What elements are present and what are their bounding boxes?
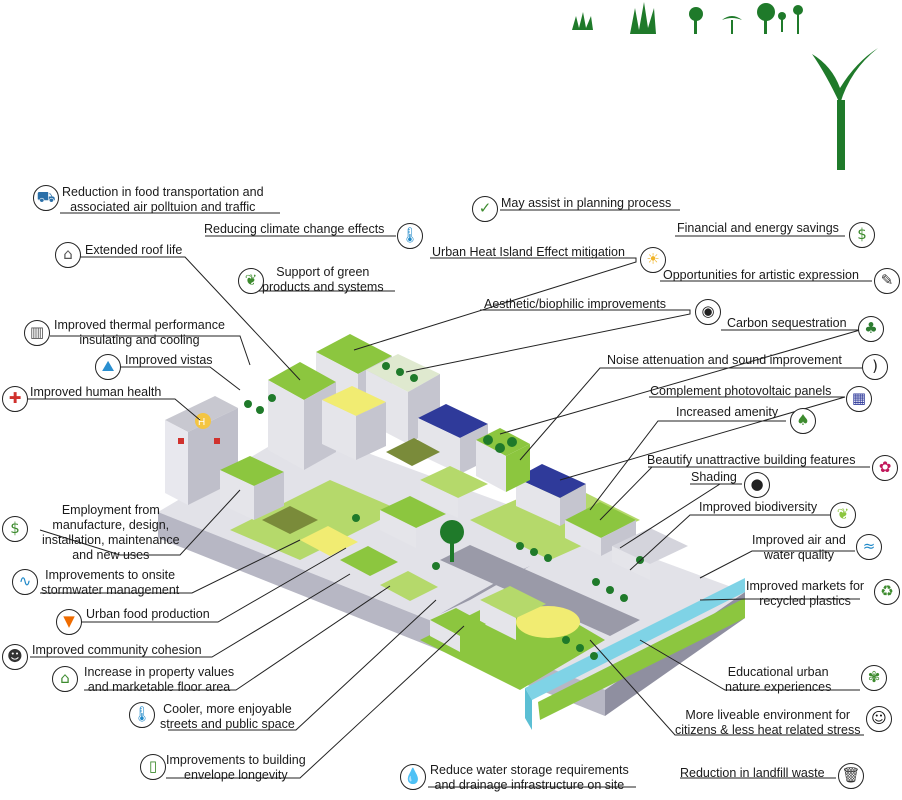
label-air-water-line-2: water quality bbox=[763, 548, 834, 562]
label-photovoltaic: Complement photovoltaic panels bbox=[650, 384, 832, 398]
label-liveable-line-2: citizens & less heat related stress bbox=[675, 723, 861, 737]
label-stormwater-line-1: Improvements to onsite bbox=[45, 568, 176, 582]
thermometer-icon: 🌡 bbox=[129, 702, 155, 728]
smiley-icon: ☺ bbox=[866, 706, 892, 732]
house-money-icon: ⌂ bbox=[52, 666, 78, 692]
label-food-transport-line-2: associated air polltuion and traffic bbox=[70, 200, 256, 214]
label-employment-line-3: installation, maintenance bbox=[42, 533, 180, 547]
label-water-storage-line-1: Reduce water storage requirements bbox=[430, 763, 629, 777]
plant-species-row bbox=[572, 2, 878, 170]
sound-waves-icon: ) bbox=[862, 354, 888, 380]
label-water-storage: Reduce water storage requirements and dr… bbox=[430, 763, 629, 793]
label-property-line-2: and marketable floor area bbox=[87, 680, 231, 694]
label-thermal: Improved thermal performance insulating … bbox=[54, 318, 225, 348]
label-employment-line-1: Employment from bbox=[61, 503, 160, 517]
label-energy-savings: Financial and energy savings bbox=[677, 221, 839, 235]
thermometer-earth-icon: 🌡 bbox=[397, 223, 423, 249]
buildings: H bbox=[165, 334, 688, 652]
label-food-transport-line-1: Reduction in food transportation and bbox=[62, 185, 264, 199]
insulation-icon: ▥ bbox=[24, 320, 50, 346]
wind-drop-icon: ≈ bbox=[856, 534, 882, 560]
label-cohesion: Improved community cohesion bbox=[32, 643, 202, 657]
label-stormwater-line-2: stormwater management bbox=[41, 583, 180, 597]
eye-icon: ◉ bbox=[695, 299, 721, 325]
label-markets-line-2: recycled plastics bbox=[759, 594, 851, 608]
label-envelope: Improvements to building envelope longev… bbox=[166, 753, 306, 783]
label-green-products-line-2: products and systems bbox=[262, 280, 384, 294]
label-water-storage-line-2: and drainage infrastructure on site bbox=[434, 778, 625, 792]
label-climate-change: Reducing climate change effects bbox=[204, 222, 385, 236]
solar-panel-icon: ▦ bbox=[846, 386, 872, 412]
trees bbox=[244, 362, 644, 660]
label-educational-line-1: Educational urban bbox=[727, 665, 829, 679]
label-green-products-line-1: Support of green bbox=[276, 265, 370, 279]
label-liveable-line-1: More liveable environment for bbox=[685, 708, 851, 722]
label-amenity: Increased amenity bbox=[676, 405, 779, 419]
label-green-products: Support of green products and systems bbox=[262, 265, 384, 295]
label-property-line-1: Increase in property values bbox=[84, 665, 235, 679]
label-educational: Educational urban nature experiences bbox=[725, 665, 831, 695]
label-thermal-line-1: Improved thermal performance bbox=[54, 318, 225, 332]
leaf-icon: ❦ bbox=[238, 268, 264, 294]
money-energy-icon: $ bbox=[849, 222, 875, 248]
label-employment: Employment from manufacture, design, ins… bbox=[42, 503, 180, 563]
label-stormwater: Improvements to onsite stormwater manage… bbox=[41, 568, 179, 598]
medical-cross-icon: ✚ bbox=[2, 386, 28, 412]
label-educational-line-2: nature experiences bbox=[725, 680, 832, 694]
label-beautify: Beautify unattractive building features bbox=[647, 453, 856, 467]
carrot-icon: ▼ bbox=[56, 609, 82, 635]
label-roof-life: Extended roof life bbox=[85, 243, 183, 257]
label-air-water-line-1: Improved air and bbox=[752, 533, 846, 547]
trash-can-icon: 🗑 bbox=[838, 763, 864, 789]
label-biodiversity: Improved biodiversity bbox=[699, 500, 818, 514]
money-hand-icon: $ bbox=[2, 516, 28, 542]
label-cooler-streets-line-1: Cooler, more enjoyable bbox=[163, 702, 292, 716]
label-employment-line-2: manufacture, design, bbox=[52, 518, 170, 532]
paintbrush-icon: ✎ bbox=[874, 268, 900, 294]
water-wave-icon: ∿ bbox=[12, 569, 38, 595]
people-icon: ☻ bbox=[2, 644, 28, 670]
label-landfill: Reduction in landfill waste bbox=[680, 766, 825, 780]
label-planning: May assist in planning process bbox=[501, 196, 672, 210]
label-markets-line-1: Improved markets for bbox=[746, 579, 865, 593]
truck-icon: ⛟ bbox=[33, 185, 59, 211]
label-noise: Noise attenuation and sound improvement bbox=[607, 353, 842, 367]
label-shading: Shading bbox=[691, 470, 737, 484]
svg-text:H: H bbox=[198, 417, 205, 428]
city-sun-icon: ☀ bbox=[640, 247, 666, 273]
label-heat-island: Urban Heat Island Effect mitigation bbox=[432, 245, 625, 259]
label-air-water: Improved air and water quality bbox=[752, 533, 846, 563]
label-cooler-streets-line-2: streets and public space bbox=[160, 717, 295, 731]
label-property: Increase in property values and marketab… bbox=[84, 665, 234, 695]
label-aesthetic: Aesthetic/biophilic improvements bbox=[484, 297, 667, 311]
label-food-production: Urban food production bbox=[86, 607, 210, 621]
label-carbon: Carbon sequestration bbox=[727, 316, 847, 330]
label-thermal-line-2: insulating and cooling bbox=[79, 333, 200, 347]
label-markets: Improved markets for recycled plastics bbox=[746, 579, 864, 609]
flower-icon: ✿ bbox=[872, 455, 898, 481]
label-food-transport: Reduction in food transportation and ass… bbox=[62, 185, 264, 215]
label-health: Improved human health bbox=[30, 385, 162, 399]
label-artistic: Opportunities for artistic expression bbox=[663, 268, 859, 282]
label-envelope-line-2: envelope longevity bbox=[184, 768, 288, 782]
tree-icon: ♣ bbox=[858, 316, 884, 342]
leaf-icon: ❦ bbox=[830, 502, 856, 528]
label-liveable: More liveable environment for citizens &… bbox=[675, 708, 861, 738]
person-tree-icon: ♠ bbox=[790, 408, 816, 434]
recycle-icon: ♻ bbox=[874, 579, 900, 605]
label-cooler-streets: Cooler, more enjoyable streets and publi… bbox=[160, 702, 295, 732]
shade-icon: ● bbox=[744, 472, 770, 498]
landscape-icon: ⛰ bbox=[95, 354, 121, 380]
water-drop-icon: 💧 bbox=[400, 764, 426, 790]
building-icon: ▯ bbox=[140, 754, 166, 780]
checkmark-icon: ✓ bbox=[472, 196, 498, 222]
brain-leaf-icon: ✾ bbox=[861, 665, 887, 691]
label-vistas: Improved vistas bbox=[125, 353, 213, 367]
label-employment-line-4: and new uses bbox=[72, 548, 150, 562]
house-icon: ⌂ bbox=[55, 242, 81, 268]
label-envelope-line-1: Improvements to building bbox=[166, 753, 306, 767]
